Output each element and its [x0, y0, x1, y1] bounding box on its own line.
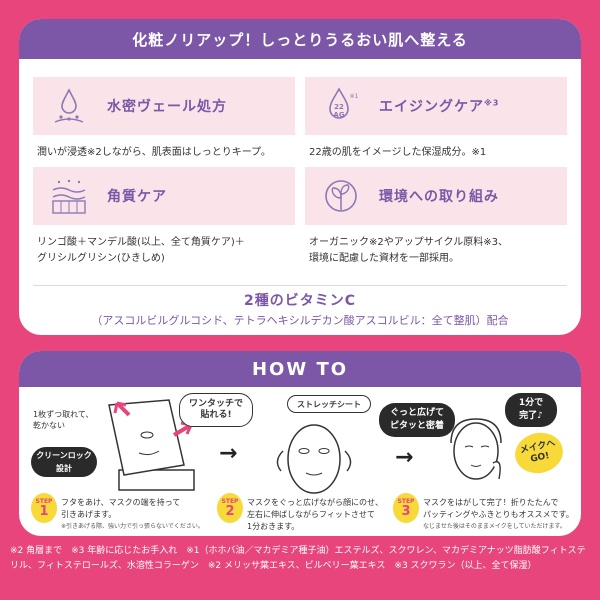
makeup-go-burst: メイクへ GO!	[511, 428, 567, 478]
divider	[33, 285, 567, 286]
feature-title: 水密ヴェール処方	[107, 99, 227, 115]
mask-pack-illustration	[108, 399, 195, 491]
water-drops-icon	[49, 86, 89, 126]
step-3-text: マスクをはがして完了！折りたたんで パッティングやふきとりもオススメです。	[423, 498, 574, 519]
step-1-text: フタをあけ、マスクの端を持って 引きあげます。	[61, 498, 181, 519]
face-peel-illustration	[450, 418, 502, 480]
feature-environment: 環境への取り組み	[305, 167, 567, 225]
bubble-clean-lock: クリーンロック 設計	[31, 447, 97, 477]
features-banner: 化粧ノリアップ！しっとりうるおい肌へ整える	[19, 19, 581, 59]
skin-layers-icon	[49, 176, 89, 216]
step-2-badge: STEP 2	[217, 493, 243, 523]
vitamin-subtitle: （アスコルビルグルコシド、テトラヘキシルデカン酸アスコルビル：全て整肌）配合	[91, 314, 509, 327]
feature-aging-care: 22 AG ※1 エイジングケア※3	[305, 77, 567, 135]
bubble-one-touch: ワンタッチで 貼れる!	[179, 393, 253, 427]
22ag-drop-icon: 22 AG ※1	[321, 86, 361, 126]
step-3-badge: STEP 3	[393, 493, 419, 523]
note-take-out: 1枚ずつ取れて、 乾かない	[33, 410, 94, 430]
feature-title: 角質ケア	[107, 189, 167, 205]
svg-text:22: 22	[334, 103, 344, 111]
arrow-right-icon: →	[395, 445, 414, 470]
step-1-note: ※引きあげる際、強い力で引っ張らないでください。	[61, 523, 204, 530]
feature-moisture-veil: 水密ヴェール処方	[33, 77, 295, 135]
feature-title: 環境への取り組み	[379, 189, 499, 205]
face-mask-illustration	[276, 424, 352, 494]
howto-banner: HOW TO	[19, 351, 581, 387]
step-3-note: なじませた後はそのままメイクをしていただけます。	[423, 523, 566, 530]
feature-desc: 22歳の肌をイメージした保湿成分。※1	[309, 147, 487, 158]
bubble-one-minute: 1分で 完了♪	[505, 393, 557, 427]
feature-desc: 潤いが浸透※2しながら、肌表面はしっとりキープ。	[37, 147, 271, 158]
vitamin-title: 2種のビタミンC	[243, 293, 356, 309]
feature-desc: オーガニック※2やアップサイクル原料※3、 環境に配慮した資材を一部採用。	[309, 237, 508, 264]
svg-text:AG: AG	[333, 111, 344, 119]
features-card: 化粧ノリアップ！しっとりうるおい肌へ整える 水密ヴェール処方 潤いが浸透※2しな…	[19, 19, 581, 335]
arrow-right-icon: →	[219, 441, 238, 466]
feature-title: エイジングケア※3	[379, 98, 500, 115]
feature-desc: リンゴ酸＋マンデル酸(以上、全て角質ケア)＋ グリシルグリシン(ひきしめ)	[37, 237, 245, 264]
feature-exfoliation: 角質ケア	[33, 167, 295, 225]
bubble-stretch-sheet: ストレッチシート	[287, 395, 371, 413]
svg-text:※1: ※1	[350, 93, 359, 100]
step-2-text: マスクをぐっと広げながら顔にのせ、 左右に伸ばしながらフィットさせて 1分おきま…	[247, 498, 383, 531]
step-1-badge: STEP 1	[31, 493, 57, 523]
bubble-fit: ぐっと広げて ピタッと密着	[379, 403, 455, 437]
howto-card: HOW TO 1枚ずつ取れて、 乾かない ワンタッチで 貼れる! クリーンロック…	[19, 351, 581, 536]
footnote: ※2 角層まで ※3 年齢に応じたお手入れ ※1（ホホバ油／マカデミア種子油）エ…	[10, 546, 586, 571]
globe-leaf-icon	[321, 176, 361, 216]
